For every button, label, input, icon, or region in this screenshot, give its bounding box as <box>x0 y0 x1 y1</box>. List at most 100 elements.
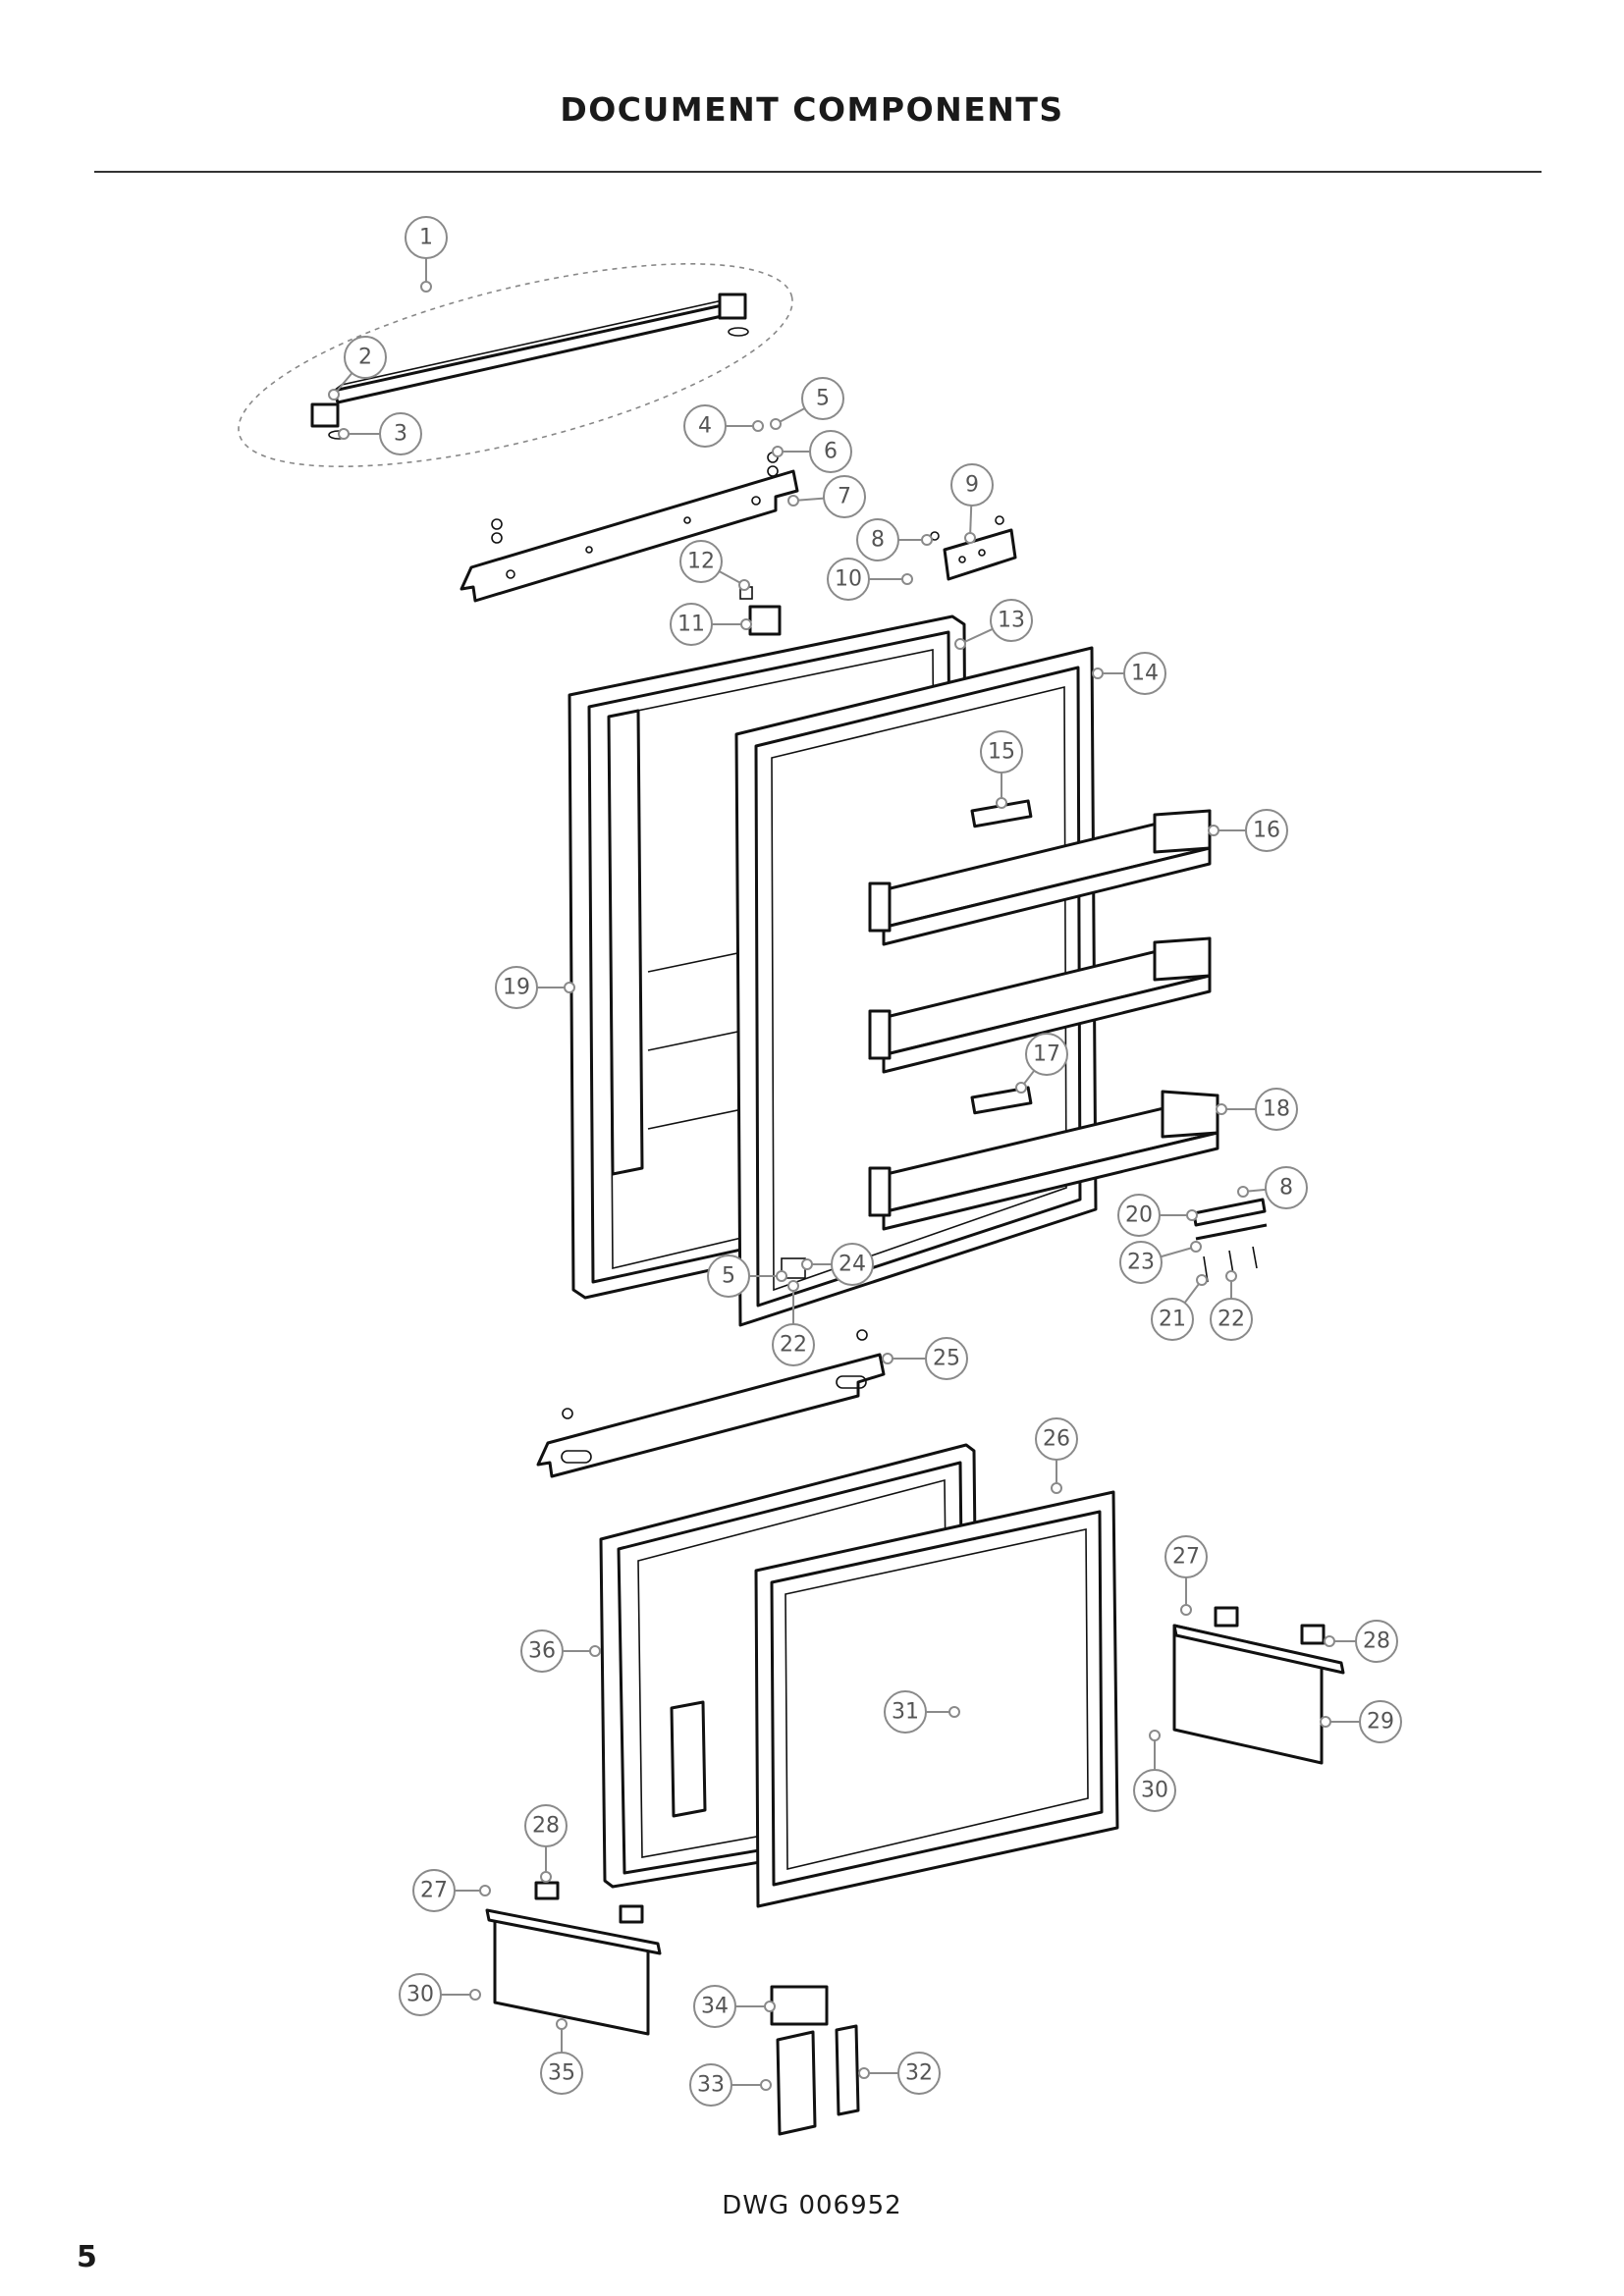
callout-4: 4 <box>683 404 764 448</box>
callout-circle <box>495 966 538 1009</box>
callout-circle <box>344 336 387 379</box>
callout-33: 33 <box>689 2063 772 2107</box>
callout-8: 8 <box>1237 1166 1308 1209</box>
door-shelf-bottom <box>868 1090 1219 1231</box>
callout-10: 10 <box>827 558 913 601</box>
callout-6: 6 <box>772 430 852 473</box>
leader-dot <box>1216 1103 1227 1115</box>
callout-number: 32 <box>905 2061 933 2086</box>
callout-circle <box>693 1985 736 2028</box>
title-divider <box>94 171 1542 173</box>
leader-dot <box>469 1989 481 2001</box>
crisper-cover-left <box>485 1881 662 2036</box>
callout-number: 27 <box>420 1879 448 1903</box>
callout-number: 7 <box>838 485 851 509</box>
callout-circle <box>809 430 852 473</box>
leader-dot <box>787 495 799 507</box>
callout-circle <box>1123 652 1166 695</box>
leader-dot <box>764 2001 776 2012</box>
callout-circle <box>670 603 713 646</box>
callout-circle <box>412 1869 456 1912</box>
callout-number: 9 <box>965 473 979 498</box>
callout-circle <box>1355 1620 1398 1663</box>
callout-number: 23 <box>1127 1251 1155 1275</box>
leader-dot <box>540 1871 552 1883</box>
callout-22: 22 <box>1210 1270 1253 1341</box>
callout-1: 1 <box>405 216 448 293</box>
callout-8: 8 <box>856 518 933 561</box>
callout-number: 8 <box>1279 1176 1293 1201</box>
callout-number: 1 <box>419 226 433 250</box>
callout-number: 35 <box>548 2061 575 2086</box>
callout-circle <box>990 599 1033 642</box>
leader-dot <box>760 2079 772 2091</box>
callout-number: 10 <box>835 567 862 592</box>
leader-dot <box>1196 1274 1208 1286</box>
callout-number: 14 <box>1131 662 1159 686</box>
leader-dot <box>338 428 350 440</box>
callout-23: 23 <box>1119 1241 1202 1284</box>
callout-14: 14 <box>1092 652 1166 695</box>
callout-circle <box>772 1323 815 1366</box>
callout-number: 12 <box>687 550 715 574</box>
callout-17: 17 <box>1015 1033 1068 1094</box>
callout-25: 25 <box>882 1337 968 1380</box>
callout-36: 36 <box>520 1629 601 1673</box>
callout-15: 15 <box>980 730 1023 809</box>
leader-dot <box>740 618 752 630</box>
callout-2: 2 <box>328 336 387 400</box>
leader-dot <box>948 1706 960 1718</box>
callout-number: 25 <box>933 1347 960 1371</box>
callout-number: 24 <box>839 1253 866 1277</box>
callout-9: 9 <box>950 463 994 544</box>
callout-number: 16 <box>1253 819 1280 843</box>
leader-dot <box>1225 1270 1237 1282</box>
callout-circle <box>405 216 448 259</box>
callout-number: 2 <box>358 346 372 370</box>
callout-5: 5 <box>707 1255 787 1298</box>
leader-dot <box>1051 1482 1062 1494</box>
callout-19: 19 <box>495 966 575 1009</box>
callout-11: 11 <box>670 603 752 646</box>
callout-16: 16 <box>1208 809 1288 852</box>
callout-number: 36 <box>528 1639 556 1664</box>
callout-circle <box>884 1690 927 1734</box>
callout-circle <box>1117 1194 1161 1237</box>
callout-circle <box>707 1255 750 1298</box>
leader-dot <box>954 638 966 650</box>
callout-31: 31 <box>884 1690 960 1734</box>
callout-number: 27 <box>1172 1545 1200 1570</box>
leader-dot <box>1320 1716 1331 1728</box>
leader-dot <box>420 281 432 293</box>
callout-circle <box>689 2063 732 2107</box>
leader-line <box>1160 1246 1197 1258</box>
leader-dot <box>328 389 340 400</box>
leader-dot <box>1186 1209 1198 1221</box>
callout-circle <box>1210 1298 1253 1341</box>
leader-dot <box>776 1270 787 1282</box>
callout-number: 8 <box>871 528 885 553</box>
callout-circle <box>1133 1769 1176 1812</box>
callout-circle <box>925 1337 968 1380</box>
callout-26: 26 <box>1035 1417 1078 1494</box>
callout-circle <box>1359 1700 1402 1743</box>
callout-13: 13 <box>954 599 1033 650</box>
page-title: DOCUMENT COMPONENTS <box>560 90 1064 129</box>
callout-circle <box>950 463 994 507</box>
callout-number: 30 <box>406 1983 434 2007</box>
callout-circle <box>520 1629 564 1673</box>
leader-line <box>959 627 994 645</box>
callout-number: 26 <box>1043 1427 1070 1452</box>
callout-12: 12 <box>679 540 750 591</box>
callout-circle <box>897 2052 941 2095</box>
callout-number: 19 <box>503 976 530 1000</box>
door-stop-bracket <box>930 515 1017 581</box>
callout-circle <box>831 1243 874 1286</box>
leader-dot <box>787 1280 799 1292</box>
callout-number: 30 <box>1141 1779 1168 1803</box>
leader-dot <box>770 418 782 430</box>
callout-circle <box>1035 1417 1078 1461</box>
callout-35: 35 <box>540 2018 583 2095</box>
callout-circle <box>1025 1033 1068 1076</box>
